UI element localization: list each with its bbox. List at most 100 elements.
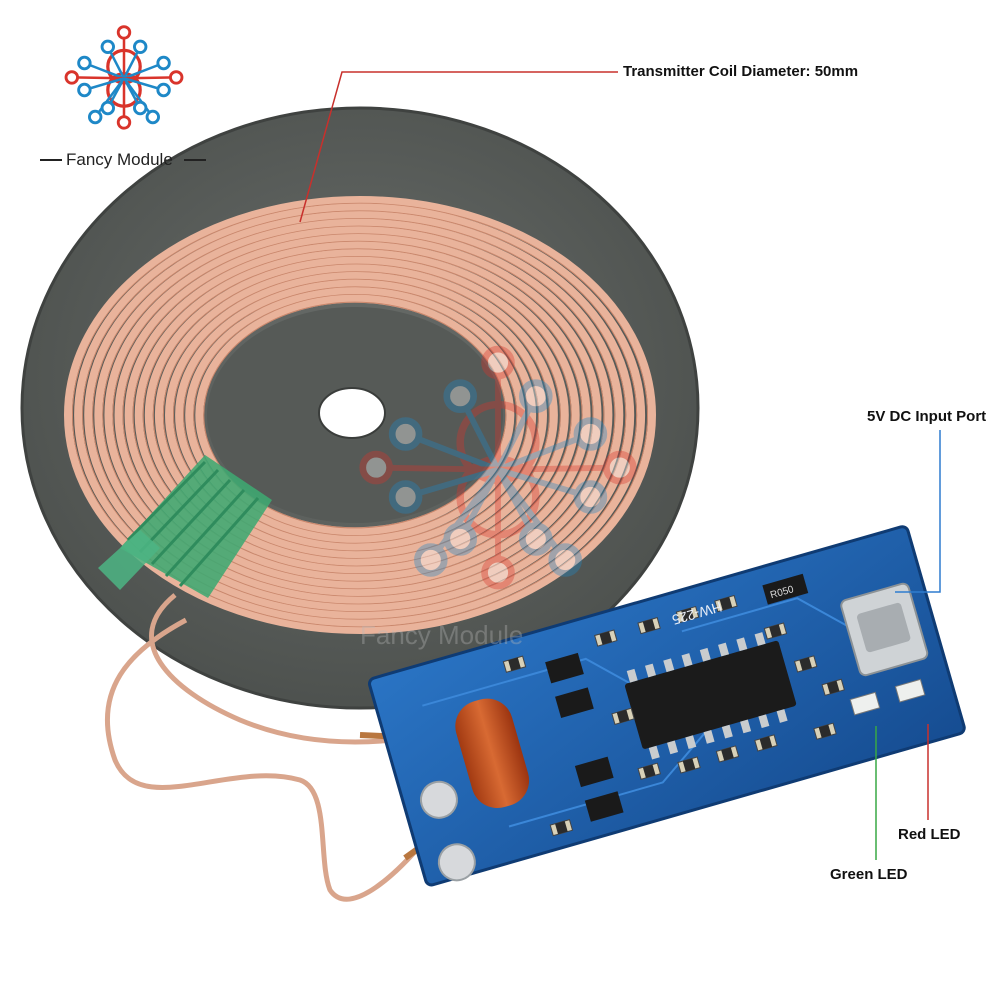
ic-pin: [736, 637, 748, 652]
ic-pin: [740, 719, 752, 734]
logo-link: [428, 467, 501, 562]
coil-turn-shadow: [132, 248, 583, 582]
logo-node: [145, 109, 161, 125]
red-led-label: Red LED: [898, 826, 961, 843]
logo-node: [116, 25, 132, 40]
logo-ring: [456, 400, 540, 484]
ic-pin: [776, 709, 788, 723]
logo-link: [495, 468, 539, 541]
smd-part-body: [759, 736, 773, 750]
ic-pin: [754, 632, 766, 646]
coil-turn-shadow: [92, 218, 627, 612]
coil-turn: [64, 196, 656, 634]
logo-node: [388, 480, 423, 514]
brand-name: Fancy Module: [66, 150, 173, 169]
coil-turn: [104, 226, 613, 604]
logo-node: [481, 555, 515, 590]
ic-chip: [624, 632, 797, 760]
coil-turn: [74, 203, 646, 627]
logo-node: [573, 417, 608, 451]
logo-link: [122, 77, 154, 118]
ic-pin: [667, 740, 679, 755]
logo-node: [443, 522, 478, 556]
logo-node: [518, 522, 553, 556]
coil-turn: [124, 241, 591, 589]
logo-node: [100, 100, 116, 116]
smd-components: [502, 594, 845, 837]
ic-pin: [626, 668, 638, 683]
ic-pin: [703, 730, 715, 744]
logo-node: [602, 450, 637, 485]
logo-node: [359, 450, 394, 485]
logo-link: [497, 464, 620, 473]
logo-node: [133, 39, 148, 55]
logo-ring: [456, 455, 540, 539]
coil-turn: [165, 272, 547, 558]
transmitter-pcb: HW-225 R050: [368, 525, 966, 887]
coil-turn: [144, 256, 569, 574]
coil-turn-shadow: [152, 263, 561, 567]
smd-part-body: [555, 820, 568, 835]
ic-pin: [663, 658, 675, 673]
coil-turn-shadow: [122, 240, 594, 590]
logo-link: [123, 76, 177, 80]
logo-node: [413, 543, 448, 577]
smd-part-body: [769, 624, 782, 638]
input-port-label: 5V DC Input Port: [867, 408, 987, 425]
logo-node: [77, 55, 92, 71]
smd-part-body: [826, 680, 840, 694]
logo-node: [481, 345, 515, 380]
logo-node: [443, 379, 478, 414]
coil-diameter-label: Transmitter Coil Diameter: 50mm: [623, 63, 859, 80]
coil-turn-shadow: [193, 294, 518, 536]
logo-node: [169, 70, 184, 85]
coil-turn: [94, 218, 624, 612]
logo-link: [376, 464, 499, 473]
logo-node: [133, 100, 148, 116]
logo-link: [404, 466, 499, 500]
coil-center: [207, 307, 503, 523]
logo-node: [156, 55, 171, 71]
coil-turn-shadow: [112, 233, 605, 597]
logo-node: [87, 109, 103, 125]
smd-part-body: [799, 657, 813, 671]
ic-pin: [648, 745, 660, 760]
ic-pin: [758, 714, 770, 729]
green-led-component: [849, 691, 881, 716]
logo-link: [495, 394, 539, 472]
resistor: R050: [762, 573, 809, 605]
coil-turn: [185, 287, 526, 543]
coil-turn-shadow: [142, 256, 572, 574]
ic-pin: [721, 724, 733, 739]
ic-pin: [681, 653, 693, 667]
smd-part-body: [642, 618, 656, 633]
callout-lines: [299, 71, 941, 860]
logo-link: [71, 76, 125, 80]
logo-link: [94, 77, 126, 118]
logo-node: [116, 115, 132, 130]
smd-part-body: [682, 758, 696, 772]
smd-part-body: [599, 631, 613, 645]
coil-turn: [114, 234, 602, 596]
logo-node: [548, 543, 583, 577]
logo-link: [457, 468, 501, 541]
smd-part-body: [818, 724, 832, 738]
logo-link: [457, 394, 501, 472]
micro-usb-port: [840, 582, 929, 677]
green-led-label: Green LED: [830, 866, 908, 883]
logo-node: [100, 39, 116, 55]
brand-logo: [64, 25, 184, 130]
coil-turn: [134, 249, 580, 581]
coil-turn-shadow: [183, 286, 529, 544]
logo-node: [77, 82, 92, 98]
smd-part-body: [719, 596, 733, 611]
ic-pin: [685, 735, 697, 750]
logo-link: [404, 431, 500, 473]
capacitor: [455, 698, 530, 809]
smd-part-body: [681, 607, 694, 622]
logo-node: [388, 417, 423, 451]
coil-turn: [84, 211, 635, 619]
ic-pin: [644, 663, 656, 678]
ic-pin: [699, 647, 711, 662]
